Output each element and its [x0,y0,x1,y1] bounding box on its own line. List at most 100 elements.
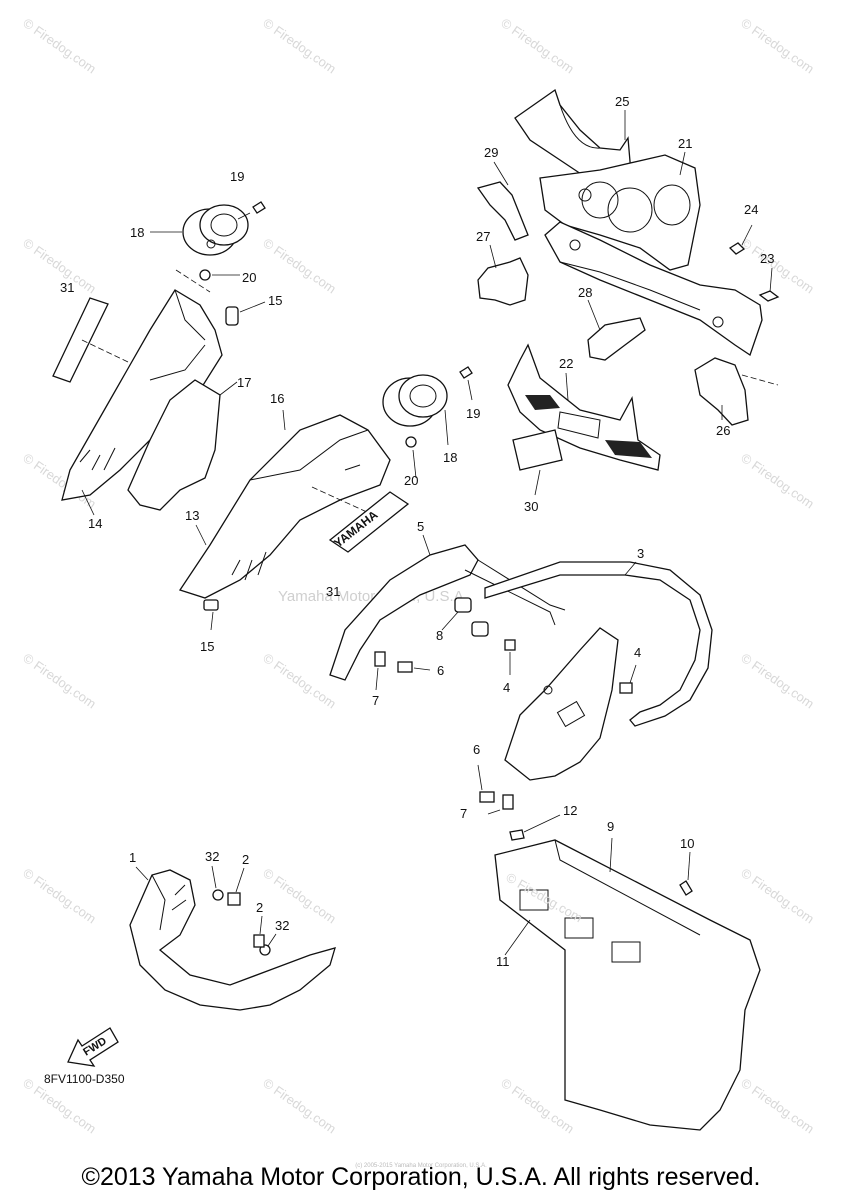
callout-18: 18 [130,225,144,240]
callout-20: 20 [242,270,256,285]
part-22-grille [507,343,661,471]
part-29-bracket [476,181,529,241]
callout-9: 9 [607,819,614,834]
watermark: © Firedog.com [738,1075,817,1136]
part-17-inner-panel [127,379,238,511]
part-15-bolt-upper [225,301,266,326]
part-13-16-side-cover [178,414,391,599]
tiny-copyright: (c) 2005-2015 Yamaha Motor Corporation, … [355,1163,487,1169]
callout-4: 4 [503,680,510,695]
callout-32: 32 [275,918,289,933]
callout-28: 28 [578,285,592,300]
callout-23: 23 [760,251,774,266]
diagram-code: 8FV1100-D350 [44,1072,125,1086]
part-20-nut-middle [405,436,417,448]
callout-25: 25 [615,94,629,109]
part-12-clip [509,814,561,841]
callout-15: 15 [268,293,282,308]
callout-13: 13 [185,508,199,523]
callout-labels: 1 2 2 3 4 4 5 6 6 7 7 8 9 10 11 12 13 14… [60,94,774,969]
callout-19: 19 [230,169,244,184]
callout-2: 2 [242,852,249,867]
part-7-nut-lower [487,794,514,815]
callout-31: 31 [326,584,340,599]
part-4-bolt-right [619,664,637,694]
callout-7: 7 [372,693,379,708]
part-23-clip [758,267,780,302]
callout-18: 18 [443,450,457,465]
part-7-nut-center [374,651,386,691]
callout-17: 17 [237,375,251,390]
watermark: © Firedog.com [20,865,99,926]
part-9-plate: © Firedog.com [494,839,761,1131]
callout-11: 11 [496,954,510,969]
callout-29: 29 [484,145,498,160]
part-19-screw-left [237,201,266,220]
callout-6: 6 [437,663,444,678]
part-11-leader [504,919,531,956]
watermark: © Firedog.com [260,1075,339,1136]
callout-8: 8 [436,628,443,643]
watermark: © Firedog.com [20,15,99,76]
part-3-bumper-bar [484,561,713,727]
part-6-bolt-center [397,661,431,673]
watermark: © Firedog.com [20,650,99,711]
callout-15: 15 [200,639,214,654]
part-30-plate [512,429,563,496]
callout-24: 24 [744,202,758,217]
part-5-right-bracket [504,627,619,781]
part-1-front-bumper [129,869,336,1011]
callout-5: 5 [417,519,424,534]
watermark: © Firedog.com [260,15,339,76]
part-9-leader [609,837,613,873]
part-18-bezel-middle [382,374,449,446]
copyright-notice: ©2013 Yamaha Motor Corporation, U.S.A. A… [81,1163,761,1191]
callout-leaders [81,110,723,947]
part-15-bolt-lower [203,599,219,631]
callout-1: 1 [129,850,136,865]
watermark: © Firedog.com [498,15,577,76]
part-8-spacer [454,597,489,637]
watermark: © Firedog.com [738,865,817,926]
part-14-left-cover [61,289,223,501]
watermark: © Firedog.com [738,450,817,511]
watermark: © Firedog.com [738,235,817,296]
part-27-bracket [477,257,529,306]
part-28-clip [587,317,646,361]
callout-27: 27 [476,229,490,244]
part-21-lower-frame [544,221,763,357]
callout-19: 19 [466,406,480,421]
callout-7: 7 [460,806,467,821]
callout-10: 10 [680,836,694,851]
callout-32: 32 [205,849,219,864]
callout-3: 3 [637,546,644,561]
part-10-screw [679,851,693,896]
callout-31: 31 [60,280,74,295]
watermark: © Firedog.com [738,15,817,76]
part-2-bolt [227,892,265,948]
part-26-bracket [694,357,779,426]
watermark: © Firedog.com [738,650,817,711]
callout-16: 16 [270,391,284,406]
part-18-bezel-left [175,204,249,293]
callout-20: 20 [404,473,418,488]
part-32-washer [212,889,271,956]
part-24-screw [728,224,753,255]
fwd-arrow-icon: FWD [67,1027,119,1067]
callout-12: 12 [563,803,577,818]
part-19-screw-middle [459,366,473,401]
callout-6: 6 [473,742,480,757]
part-5-inner-fender [329,544,566,681]
callout-26: 26 [716,423,730,438]
callout-21: 21 [678,136,692,151]
part-31-decal-left [52,297,129,383]
part-20-nut-left [199,269,211,281]
callout-22: 22 [559,356,573,371]
callout-14: 14 [88,516,102,531]
callout-2: 2 [256,900,263,915]
part-4-bolt-center [504,639,516,675]
watermark: © Firedog.com [260,235,339,296]
part-31-yamaha-decal: YAMAHA [328,491,410,553]
watermark: © Firedog.com [260,650,339,711]
